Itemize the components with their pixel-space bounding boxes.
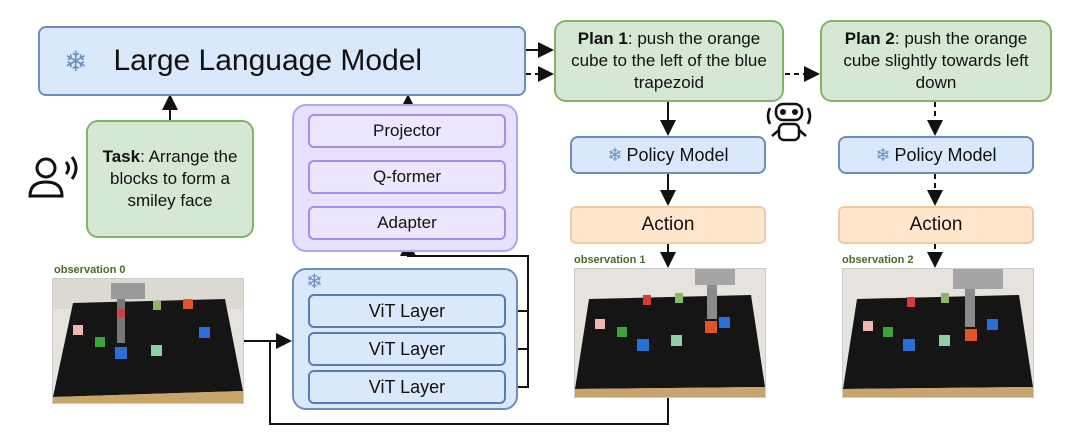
task-box: Task: Arrange the blocks to form a smile…	[86, 120, 254, 238]
projector-box: Projector	[308, 114, 506, 148]
observation-2-label: observation 2	[842, 254, 914, 266]
adapter-box: Adapter	[308, 206, 506, 240]
vit-layer-label: ViT Layer	[368, 376, 446, 397]
llm-label: Large Language Model	[113, 44, 423, 77]
robot-icon	[766, 102, 812, 142]
snowflake-icon: ❄	[64, 45, 88, 77]
plan-1-title: Plan 1	[577, 29, 628, 48]
snowflake-icon: ❄	[607, 144, 623, 165]
action-label: Action	[909, 214, 963, 235]
plan-2-box: Plan 2: push the orange cube slightly to…	[820, 20, 1052, 102]
qformer-box: Q-former	[308, 160, 506, 194]
adapter-label: Adapter	[377, 213, 437, 232]
vit-layer-label: ViT Layer	[368, 300, 446, 321]
observation-1-label: observation 1	[574, 254, 646, 266]
task-title: Task	[102, 147, 141, 166]
arrow-obs1-loop	[269, 341, 669, 425]
llm-box: ❄ Large Language Model	[38, 26, 526, 96]
policy-model-1: ❄ Policy Model	[570, 136, 766, 174]
action-box-1: Action	[570, 206, 766, 244]
plan-2-title: Plan 2	[844, 29, 895, 48]
plan-2-text: : push the orange cube slightly towards …	[843, 29, 1029, 92]
plan-1-box: Plan 1: push the orange cube to the left…	[554, 20, 784, 102]
policy-model-label: Policy Model	[894, 144, 997, 165]
policy-model-label: Policy Model	[626, 144, 729, 165]
action-box-2: Action	[838, 206, 1034, 244]
projector-label: Projector	[372, 121, 442, 140]
vit-layer-3: ViT Layer	[308, 370, 506, 404]
observation-2-image	[842, 268, 1034, 398]
observation-0-label: observation 0	[54, 264, 126, 276]
plan-1-text: : push the orange cube to the left of th…	[571, 29, 767, 92]
observation-0-image	[52, 278, 244, 404]
observation-1-image	[574, 268, 766, 398]
vit-layer-label: ViT Layer	[368, 338, 446, 359]
snowflake-icon: ❄	[306, 271, 323, 293]
user-speaking-icon	[28, 156, 78, 198]
qformer-label: Q-former	[373, 167, 441, 186]
task-text: : Arrange the blocks to form a smiley fa…	[110, 147, 238, 210]
vit-layer-2: ViT Layer	[308, 332, 506, 366]
action-label: Action	[641, 214, 695, 235]
vit-layer-1: ViT Layer	[308, 294, 506, 328]
snowflake-icon: ❄	[875, 144, 891, 165]
policy-model-2: ❄ Policy Model	[838, 136, 1034, 174]
